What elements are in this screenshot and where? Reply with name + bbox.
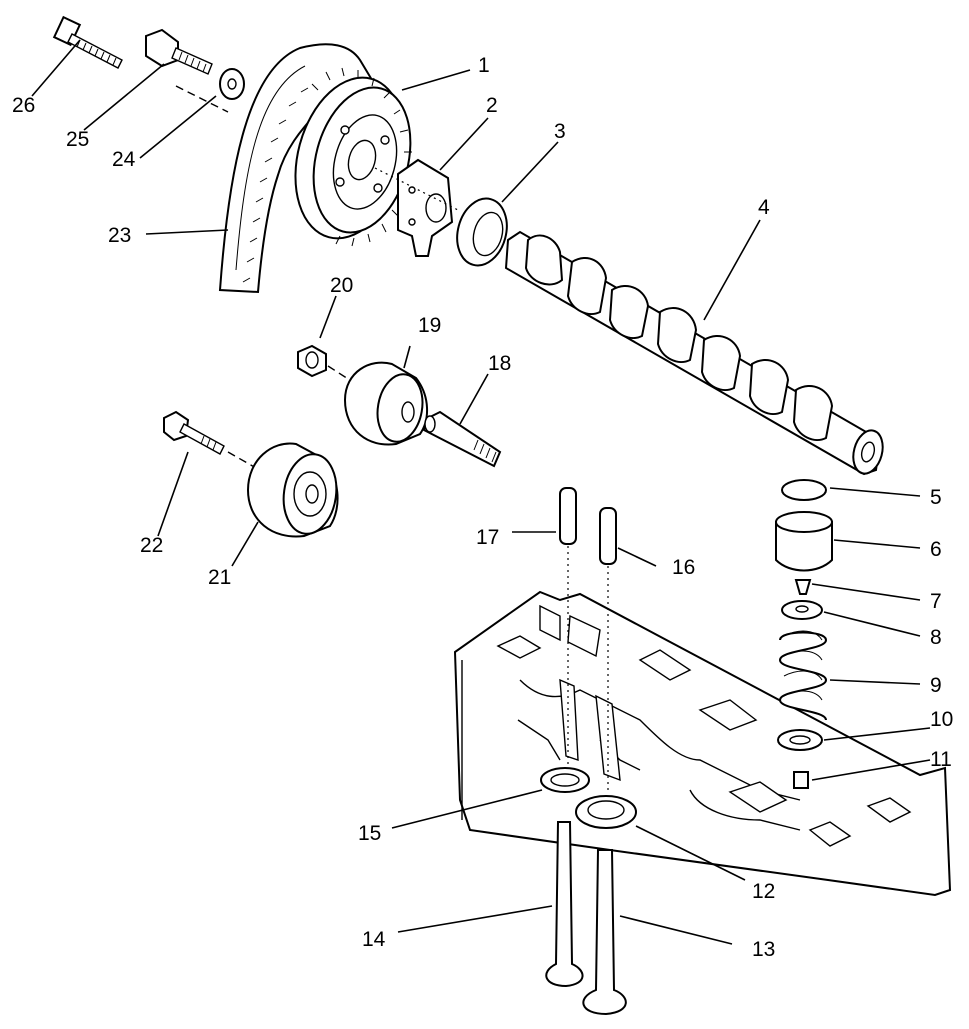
cylinder-head — [453, 590, 952, 897]
tappet-6 — [775, 511, 833, 572]
valve-guide-16 — [599, 507, 617, 565]
stud-18 — [422, 410, 502, 468]
callout-13: 13 — [752, 938, 775, 961]
shim-5 — [781, 479, 827, 501]
valve-13 — [582, 849, 627, 1016]
spring-retainer-8 — [781, 600, 823, 620]
callout-2: 2 — [486, 94, 498, 117]
callout-23: 23 — [108, 224, 131, 247]
leader-lines — [31, 39, 931, 945]
bolt-22 — [163, 410, 225, 455]
valve-spring-9 — [778, 630, 828, 721]
valve-14 — [545, 821, 584, 988]
callout-11: 11 — [930, 748, 952, 771]
callout-7: 7 — [930, 590, 942, 613]
timing-belt — [218, 43, 374, 294]
callout-22: 22 — [140, 534, 163, 557]
callout-9: 9 — [930, 674, 942, 697]
callout-5: 5 — [930, 486, 942, 509]
spring-seat-10 — [777, 729, 823, 751]
callout-8: 8 — [930, 626, 942, 649]
tensioner-pulley — [343, 361, 429, 446]
callout-6: 6 — [930, 538, 942, 561]
valve-guide-17 — [559, 487, 577, 545]
callout-18: 18 — [488, 352, 511, 375]
callout-21: 21 — [208, 566, 231, 589]
washer-24 — [219, 68, 245, 100]
callout-19: 19 — [418, 314, 441, 337]
camshaft-sprocket — [294, 67, 413, 247]
callout-labels: 1 2 3 4 5 6 7 8 9 10 11 12 13 14 15 16 1… — [12, 54, 953, 961]
valve-stem-seal-11 — [793, 771, 809, 789]
oil-seal-3 — [456, 197, 508, 267]
valve-collet-7 — [794, 579, 812, 595]
nut-20 — [297, 344, 327, 378]
camshaft-bracket — [397, 158, 454, 257]
valve-stem-seal-15 — [540, 767, 590, 793]
callout-4: 4 — [758, 196, 770, 219]
callout-17: 17 — [476, 526, 499, 549]
callout-25: 25 — [66, 128, 89, 151]
callout-12: 12 — [752, 880, 775, 903]
callout-3: 3 — [554, 120, 566, 143]
callout-26: 26 — [12, 94, 35, 117]
camshaft — [504, 230, 884, 476]
idler-pulley — [246, 442, 339, 538]
callout-20: 20 — [330, 274, 353, 297]
callout-1: 1 — [478, 54, 490, 77]
bolt-25 — [145, 28, 213, 75]
callout-10: 10 — [930, 708, 953, 731]
valve-stem-seal-12 — [575, 795, 637, 829]
callout-15: 15 — [358, 822, 381, 845]
callout-16: 16 — [672, 556, 695, 579]
bolt-26 — [52, 15, 123, 69]
callout-14: 14 — [362, 928, 386, 951]
callout-24: 24 — [112, 148, 136, 171]
